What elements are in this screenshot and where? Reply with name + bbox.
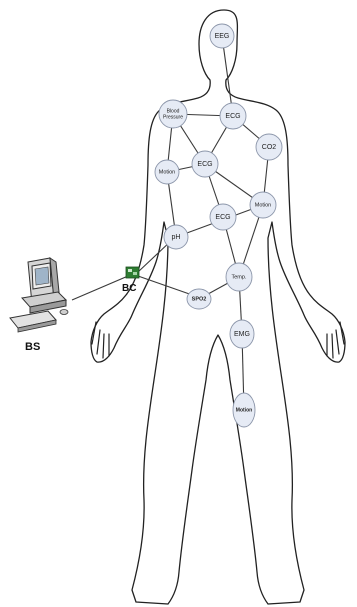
computer-icon (10, 258, 68, 332)
sensor-node-label: Motion (255, 202, 272, 208)
sensor-node-label: CO2 (262, 144, 277, 151)
sensor-node-label: ECG (197, 161, 212, 168)
sensor-node-label: SPO2 (192, 296, 207, 302)
sensor-node-label: Pressure (163, 114, 183, 120)
sensor-node-label: pH (172, 234, 181, 241)
sensor-node-motion-right: Motion (250, 192, 276, 218)
sensor-node-label: EEG (215, 33, 230, 40)
sensor-node-temp: Temp. (226, 263, 252, 291)
sensor-node-co2: CO2 (256, 134, 282, 160)
human-body-outline (91, 10, 345, 604)
sensor-node-label: ECG (225, 113, 240, 120)
bc-label: BC (122, 283, 136, 294)
sensor-node-spo2: SPO2 (187, 289, 211, 309)
sensor-node-motion-leg: Motion (233, 393, 255, 427)
bc-to-bs-link (72, 276, 128, 300)
sensor-node-ecg-low: ECG (210, 204, 236, 230)
sensor-node-eeg: EEG (210, 24, 234, 48)
sensor-node-label: Motion (159, 169, 176, 175)
sensor-node-label: Motion (236, 407, 252, 413)
bs-label: BS (25, 341, 40, 353)
sensor-node-ph: pH (164, 225, 188, 249)
sensor-node-motion-left: Motion (155, 160, 179, 184)
sensor-node-label: Temp. (232, 274, 247, 280)
sensor-node-emg: EMG (230, 320, 254, 348)
sensor-node-ecg-mid: ECG (192, 151, 218, 177)
body-coordinator-device (126, 267, 139, 278)
sensor-node-label: EMG (234, 331, 250, 338)
sensor-node-ecg-top: ECG (220, 103, 246, 129)
sensor-node-label: ECG (215, 214, 230, 221)
